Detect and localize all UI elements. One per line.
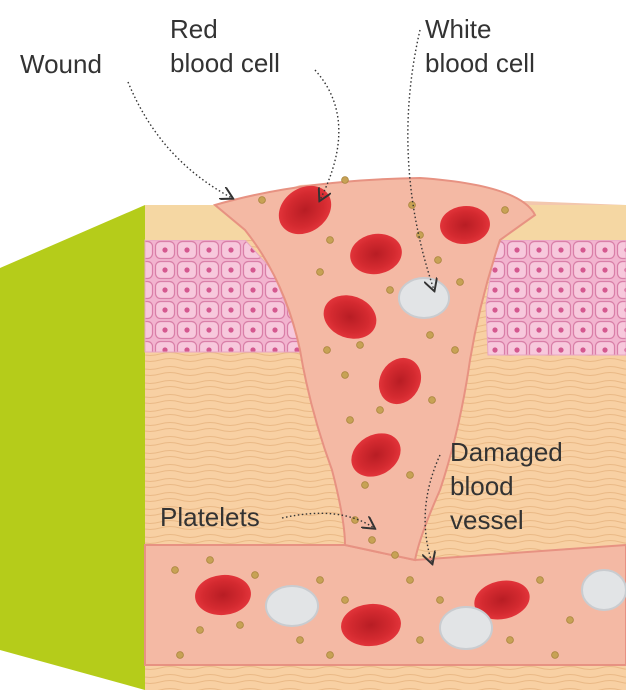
platelet [452,347,459,354]
label-white-blood-cell: White blood cell [425,12,535,80]
platelet [377,407,384,414]
side-panel [0,205,145,690]
platelet [407,472,414,479]
platelet [457,279,464,286]
white-blood-cell [266,586,318,626]
platelet [347,417,354,424]
platelet [417,637,424,644]
platelet [427,332,434,339]
platelet [237,622,244,629]
platelet [502,207,509,214]
platelet [317,577,324,584]
platelet [507,637,514,644]
platelet [387,287,394,294]
platelet [437,597,444,604]
label-platelets: Platelets [160,500,260,534]
platelet [252,572,259,579]
platelet [435,257,442,264]
platelet [392,552,399,559]
platelet [552,652,559,659]
label-red-blood-cell: Red blood cell [170,12,280,80]
wound-leader [128,82,232,198]
platelet [327,652,334,659]
platelet [407,577,414,584]
platelet [429,397,436,404]
platelet [362,482,369,489]
platelet [177,652,184,659]
platelet [409,202,416,209]
white-blood-cell [582,570,626,610]
white-blood-cell [440,607,492,649]
platelet [317,269,324,276]
platelet [172,567,179,574]
platelet [207,557,214,564]
platelet [369,537,376,544]
platelet [567,617,574,624]
platelet [197,627,204,634]
platelet [357,342,364,349]
label-wound: Wound [20,47,102,81]
platelet [342,372,349,379]
white-blood-cell [399,278,449,318]
label-damaged-blood-vessel: Damaged blood vessel [450,435,563,537]
platelet [342,597,349,604]
platelet [342,177,349,184]
red-cell-leader [315,70,339,200]
platelet [537,577,544,584]
platelet [259,197,266,204]
epidermis-right [486,240,626,355]
platelet [324,347,331,354]
platelet [327,237,334,244]
platelet [297,637,304,644]
